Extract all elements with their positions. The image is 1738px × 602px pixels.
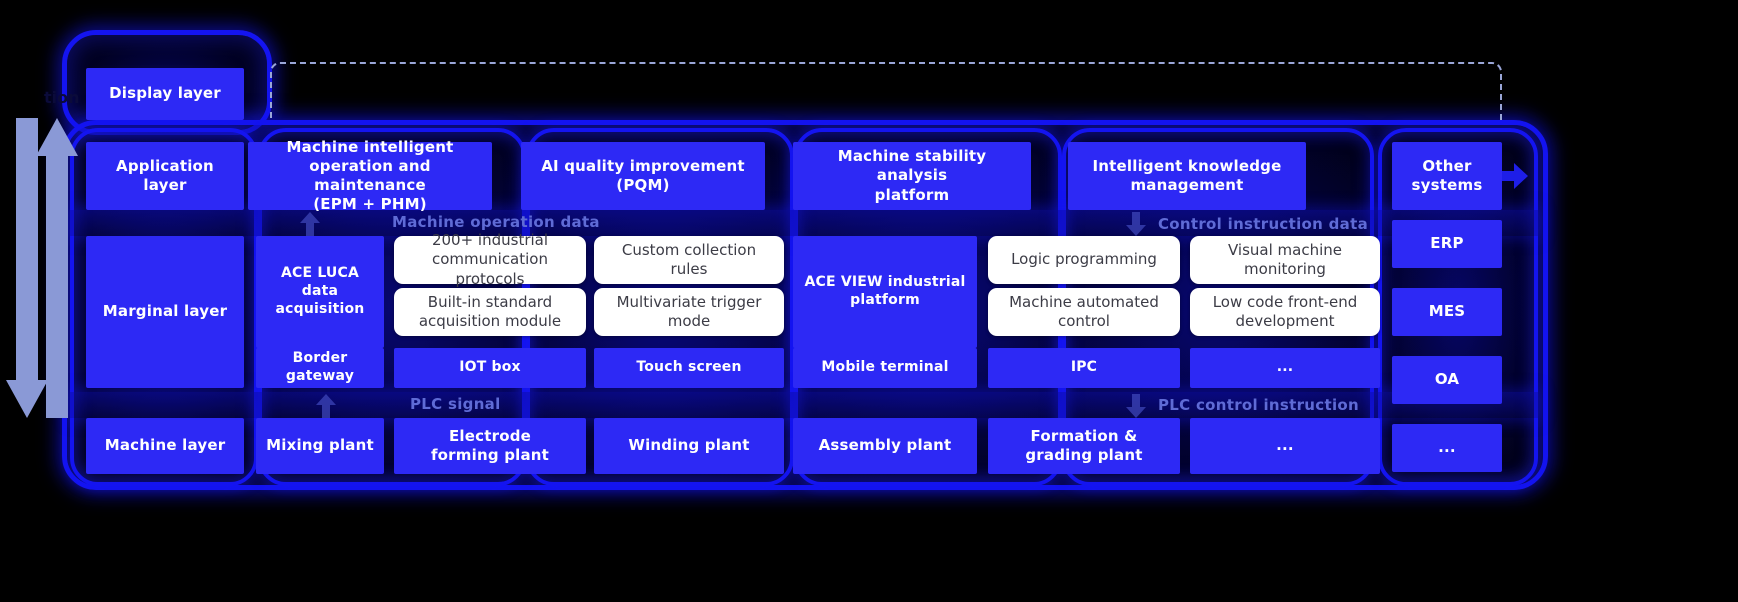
flow-up-arrow-icon (300, 212, 320, 236)
plant-label: Formation &grading plant (1025, 426, 1143, 464)
plant-label: Winding plant (628, 436, 750, 455)
device-label: IOT box (459, 359, 521, 376)
band-marginal-machine (70, 392, 1538, 418)
down-arrow (6, 118, 48, 418)
display-layer-label: Display layer (109, 84, 221, 103)
marginal-layer-label: Marginal layer (102, 302, 228, 321)
row-label-machine-layer: Machine layer (86, 418, 244, 474)
device-label: Touch screen (636, 359, 742, 376)
application-layer-label: Application layer (116, 156, 214, 194)
plant-mixing[interactable]: Mixing plant (256, 418, 384, 474)
up-arrow (36, 118, 78, 418)
right-column-oa[interactable]: OA (1392, 356, 1502, 404)
app-card-pqm[interactable]: AI quality improvement(PQM) (521, 142, 765, 210)
plant-assembly[interactable]: Assembly plant (793, 418, 977, 474)
plant-formation-grading[interactable]: Formation &grading plant (988, 418, 1180, 474)
device-ipc[interactable]: IPC (988, 348, 1180, 388)
plc-up-arrow-icon (316, 394, 336, 418)
right-column-item-label: MES (1428, 302, 1466, 321)
plant-label: Assembly plant (818, 436, 952, 455)
device-label: ... (1276, 359, 1294, 376)
capability-logic-programming[interactable]: Logic programming (988, 236, 1180, 284)
device-touch-screen[interactable]: Touch screen (594, 348, 784, 388)
device-iot-box[interactable]: IOT box (394, 348, 586, 388)
row-label-application-layer: Application layer (86, 142, 244, 210)
device-border-gateway[interactable]: Border gateway (256, 348, 384, 388)
plant-more[interactable]: ... (1190, 418, 1380, 474)
plant-winding[interactable]: Winding plant (594, 418, 784, 474)
device-label: IPC (1070, 359, 1098, 376)
clipped-label-fragment: tion (44, 88, 80, 107)
row-label-display-layer: Display layer (86, 68, 244, 120)
flow-label-plc-control-instruction: PLC control instruction (1158, 396, 1359, 414)
device-label: Border gateway (285, 350, 355, 384)
plant-label: Mixing plant (266, 436, 374, 455)
right-column-item-label: OA (1434, 370, 1460, 389)
right-column-item-label: ... (1438, 438, 1456, 457)
capability-label: Logic programming (1011, 250, 1157, 269)
right-column-erp[interactable]: ERP (1392, 220, 1502, 268)
right-column-item-label: ERP (1430, 234, 1464, 253)
device-mobile-terminal[interactable]: Mobile terminal (793, 348, 977, 388)
machine-layer-label: Machine layer (104, 436, 226, 455)
flow-label-machine-operation-data: Machine operation data (392, 213, 600, 231)
right-column-more[interactable]: ... (1392, 424, 1502, 472)
plc-down-arrow-icon (1126, 394, 1146, 418)
flow-down-arrow-icon (1126, 212, 1146, 236)
display-dashed-connector (270, 62, 1502, 120)
app-card-label: AI quality improvement(PQM) (541, 156, 745, 194)
plant-label: ... (1276, 436, 1294, 455)
flow-label-plc-signal: PLC signal (410, 395, 501, 413)
device-more[interactable]: ... (1190, 348, 1380, 388)
row-label-marginal-layer: Marginal layer (86, 236, 244, 388)
flow-label-control-instruction-data: Control instruction data (1158, 215, 1368, 233)
device-label: Mobile terminal (821, 359, 949, 376)
right-column-mes[interactable]: MES (1392, 288, 1502, 336)
